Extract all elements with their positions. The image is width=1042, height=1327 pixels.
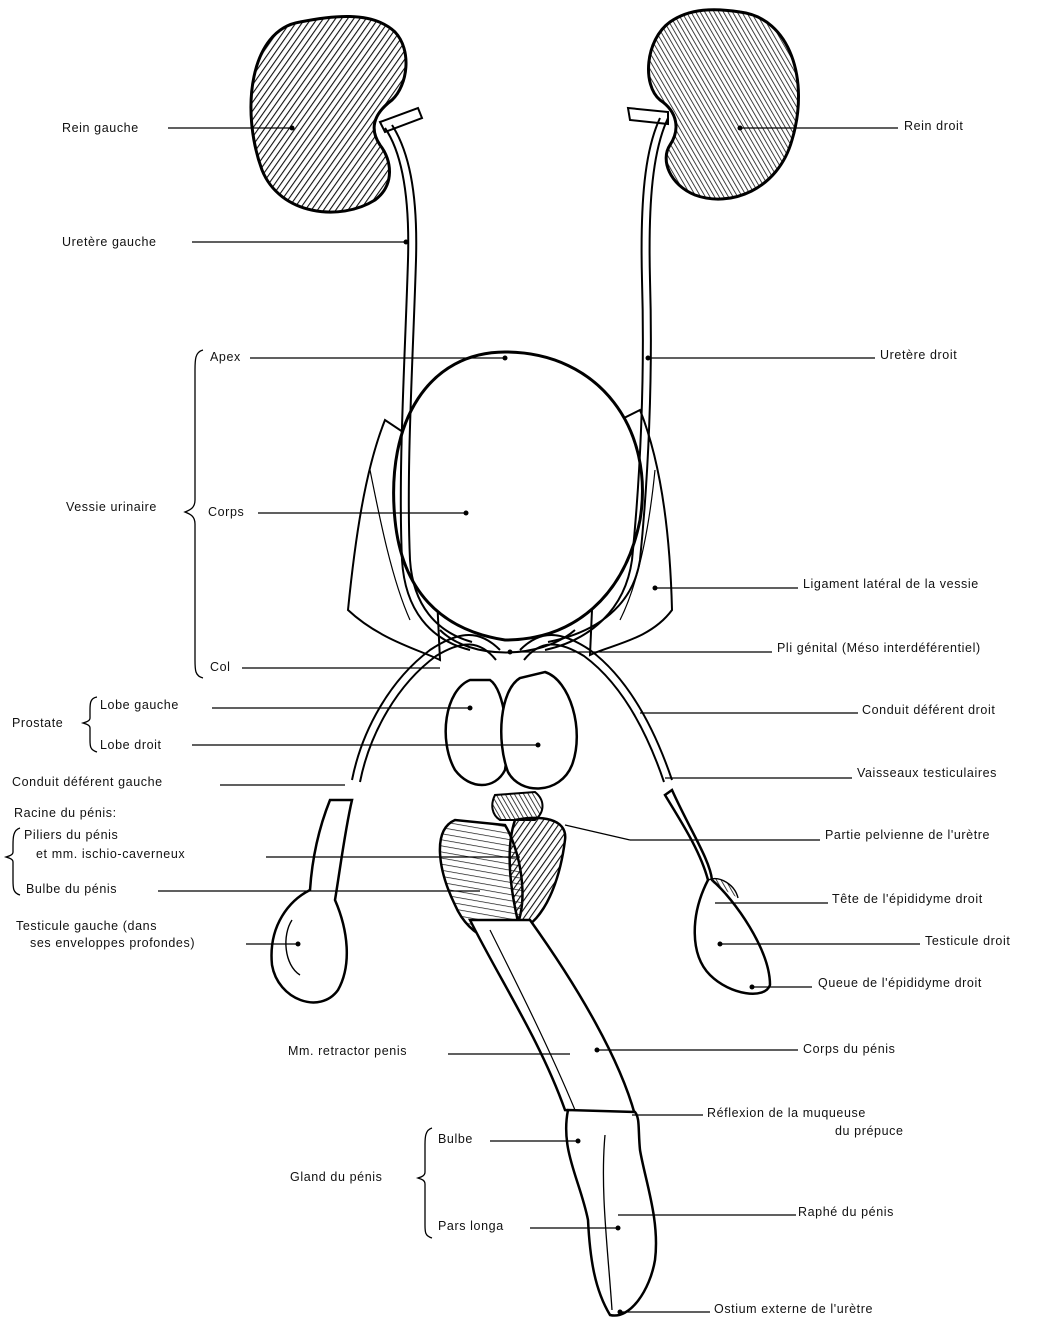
label-testicule-gauche-line1: Testicule gauche (dans	[16, 919, 157, 934]
label-ostium: Ostium externe de l'urètre	[714, 1302, 873, 1317]
label-col: Col	[210, 660, 231, 675]
right-kidney	[649, 10, 799, 199]
label-gland-du-penis: Gland du pénis	[290, 1170, 383, 1185]
label-racine-du-penis: Racine du pénis:	[14, 806, 117, 821]
label-queue-epididyme: Queue de l'épididyme droit	[818, 976, 982, 991]
label-mm-retractor: Mm. retractor penis	[288, 1044, 407, 1059]
label-corps: Corps	[208, 505, 244, 520]
left-testis	[272, 800, 352, 1002]
label-lobe-gauche: Lobe gauche	[100, 698, 179, 713]
label-piliers-line2: et mm. ischio-caverneux	[36, 847, 185, 862]
label-pli-genital: Pli génital (Méso interdéférentiel)	[777, 641, 981, 656]
label-rein-gauche: Rein gauche	[62, 121, 139, 136]
label-ligament-lateral: Ligament latéral de la vessie	[803, 577, 979, 592]
label-reflexion-line2: du prépuce	[835, 1124, 904, 1139]
label-testicule-gauche-line2: ses enveloppes profondes)	[30, 936, 195, 951]
pelvic-urethra	[492, 792, 542, 820]
label-rein-droit: Rein droit	[904, 119, 964, 134]
label-testicule-droit: Testicule droit	[925, 934, 1010, 949]
label-raphe-du-penis: Raphé du pénis	[798, 1205, 894, 1220]
label-vaisseaux-testiculaires: Vaisseaux testiculaires	[857, 766, 997, 781]
right-testis	[665, 790, 770, 994]
renal-hilum-vessels	[380, 108, 668, 132]
prostate	[446, 672, 577, 788]
label-lobe-droit: Lobe droit	[100, 738, 162, 753]
penis-body	[470, 920, 635, 1115]
label-piliers-line1: Piliers du pénis	[24, 828, 118, 843]
label-pars-longa: Pars longa	[438, 1219, 504, 1234]
label-bulbe-du-penis: Bulbe du pénis	[26, 882, 117, 897]
label-vessie-urinaire: Vessie urinaire	[66, 500, 157, 515]
label-apex: Apex	[210, 350, 241, 365]
label-uretere-gauche: Uretère gauche	[62, 235, 157, 250]
left-kidney	[251, 16, 406, 212]
label-conduit-deferent-gauche: Conduit déférent gauche	[12, 775, 163, 790]
label-conduit-deferent-droit: Conduit déférent droit	[862, 703, 995, 718]
label-prostate: Prostate	[12, 716, 63, 731]
label-uretere-droit: Uretère droit	[880, 348, 957, 363]
label-corps-du-penis: Corps du pénis	[803, 1042, 895, 1057]
label-partie-pelvienne: Partie pelvienne de l'urètre	[825, 828, 990, 843]
label-tete-epididyme: Tête de l'épididyme droit	[832, 892, 983, 907]
label-bulbe: Bulbe	[438, 1132, 473, 1147]
label-reflexion-line1: Réflexion de la muqueuse	[707, 1106, 866, 1121]
